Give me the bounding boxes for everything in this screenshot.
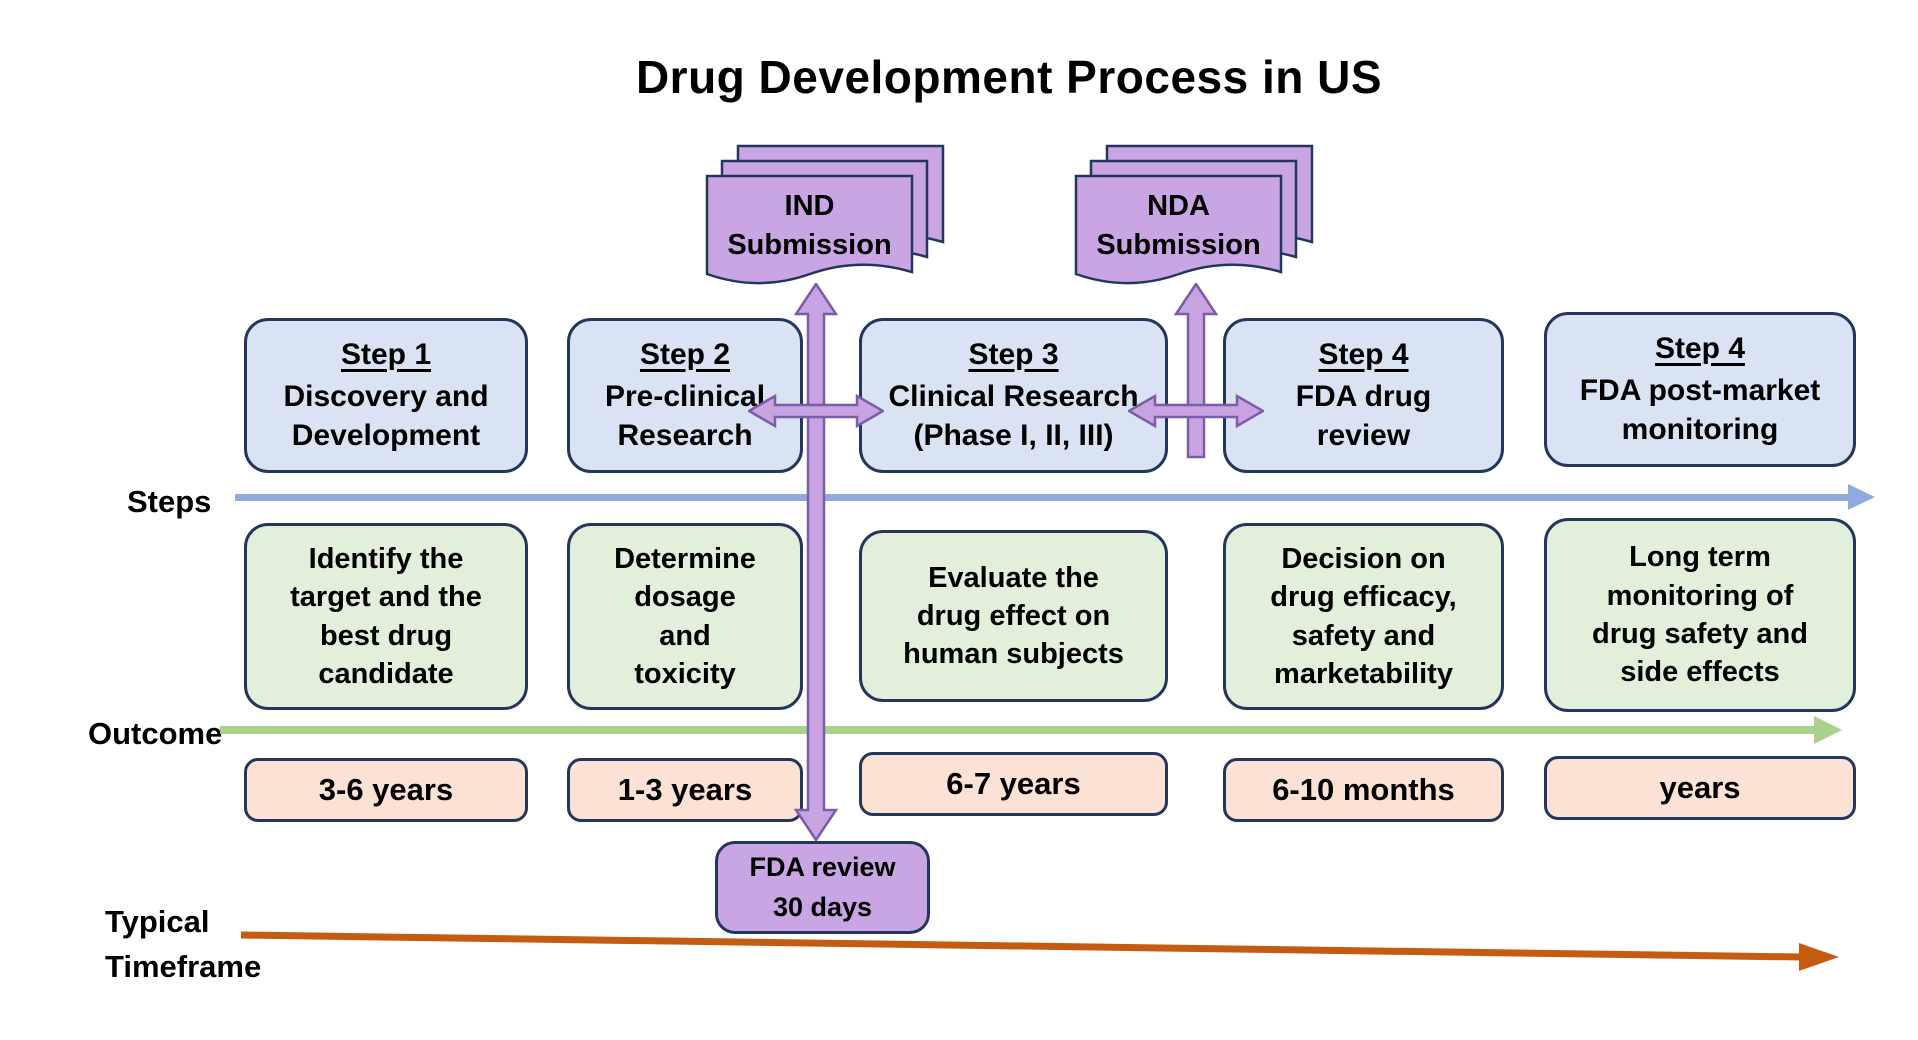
outcome-box-5: Long term monitoring of drug safety and … (1544, 518, 1856, 712)
step-4-desc: FDA drug review (1295, 380, 1432, 452)
outcome-box-1: Identify the target and the best drug ca… (244, 523, 528, 710)
steps-axis-line (235, 494, 1848, 501)
outcome-box-2: Determine dosage and toxicity (567, 523, 803, 710)
step-box-5: Step 4 FDA post-market monitoring (1544, 312, 1856, 467)
step-5-desc: FDA post-market monitoring (1579, 374, 1821, 446)
step3-step4-arrow-icon (1128, 393, 1264, 429)
timeframe-axis-arrow (240, 931, 1839, 971)
timeframe-box-2: 1-3 years (567, 758, 803, 822)
steps-axis-label: Steps (127, 484, 212, 519)
ind-submission-arrow-icon (793, 283, 839, 841)
step-5-title: Step 4 (1654, 332, 1746, 366)
timeframe-box-1: 3-6 years (244, 758, 528, 822)
step-1-desc: Discovery and Development (283, 380, 489, 452)
timeframe-box-4: 6-10 months (1223, 758, 1504, 822)
page-title: Drug Development Process in US (635, 51, 1383, 103)
ind-submission-document-icon (705, 144, 945, 285)
timeframe-box-3: 6-7 years (859, 752, 1168, 816)
step-box-1: Step 1 Discovery and Development (244, 318, 528, 473)
step-2-title: Step 2 (639, 338, 730, 372)
step-1-title: Step 1 (340, 338, 432, 372)
nda-submission-arrow-icon (1173, 283, 1219, 459)
nda-submission-document-icon (1074, 144, 1314, 285)
step-box-3: Step 3 Clinical Research (Phase I, II, I… (859, 318, 1168, 473)
timeframe-axis-label: Typical Timeframe (105, 904, 262, 984)
timeframe-box-5: years (1544, 756, 1856, 820)
step-3-desc: Clinical Research (Phase I, II, III) (888, 380, 1139, 452)
fda-review-box: FDA review 30 days (715, 841, 930, 934)
step2-step3-arrow-icon (748, 393, 884, 429)
ind-submission-label: IND Submission (727, 189, 892, 261)
nda-submission-label: NDA Submission (1096, 189, 1261, 261)
step-2-desc: Pre-clinical Research (604, 380, 766, 452)
outcome-axis-line (220, 726, 1814, 734)
step-3-title: Step 3 (968, 338, 1059, 372)
outcome-box-3: Evaluate the drug effect on human subjec… (859, 530, 1168, 702)
step-box-4: Step 4 FDA drug review (1223, 318, 1504, 473)
steps-axis-arrowhead-icon (1848, 484, 1875, 510)
outcome-box-4: Decision on drug efficacy, safety and ma… (1223, 523, 1504, 710)
outcome-axis-label: Outcome (88, 716, 223, 751)
step-4-title: Step 4 (1318, 338, 1409, 372)
step-box-2: Step 2 Pre-clinical Research (567, 318, 803, 473)
outcome-axis-arrowhead-icon (1814, 716, 1842, 744)
